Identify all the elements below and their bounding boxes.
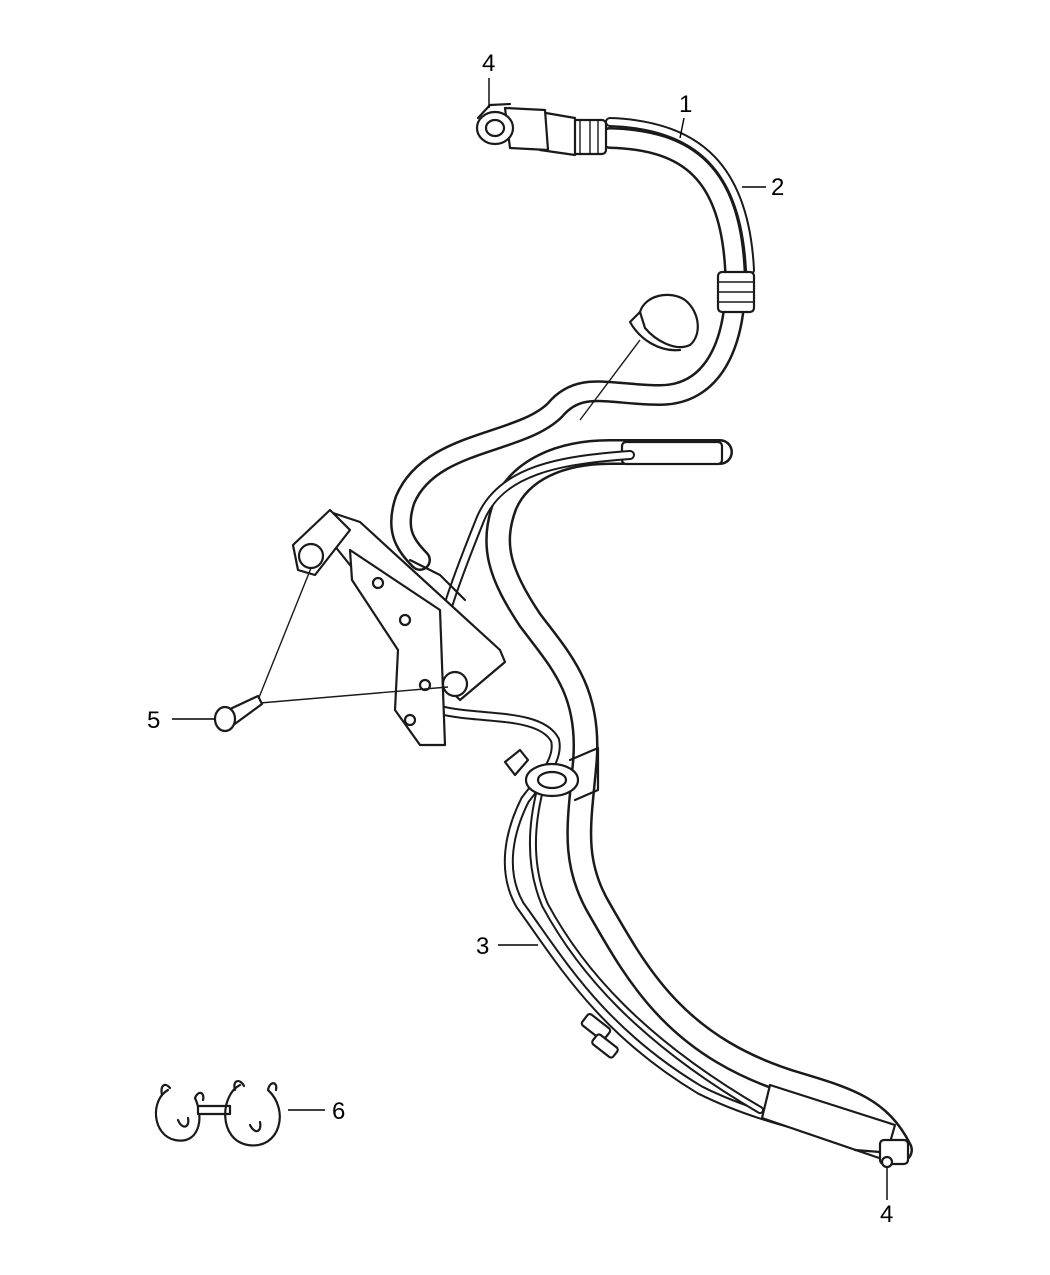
callout-1: 1: [679, 91, 692, 118]
filler-cap: [579, 293, 699, 421]
leader-1: [679, 117, 685, 139]
quick-connector-bottom: [853, 1138, 910, 1169]
leader-lines: [172, 78, 888, 1200]
bolt: [213, 567, 449, 733]
hose-coupler: [716, 270, 756, 314]
callout-4-top: 4: [482, 50, 495, 77]
tube-upper: [390, 117, 755, 571]
tube-clamp: [503, 746, 600, 802]
callout-2: 2: [771, 174, 784, 201]
retaining-clip: [154, 1080, 281, 1147]
callout-3: 3: [476, 933, 489, 960]
mounting-bracket: [291, 508, 507, 747]
callout-6: 6: [332, 1098, 345, 1125]
callout-5: 5: [147, 707, 160, 734]
callout-4-bottom: 4: [880, 1201, 893, 1228]
quick-connector-top: [475, 102, 608, 157]
tube-thin-lines: [425, 450, 895, 1155]
tube-main: [485, 439, 913, 1163]
tube-sleeve-lower: [580, 1012, 897, 1162]
